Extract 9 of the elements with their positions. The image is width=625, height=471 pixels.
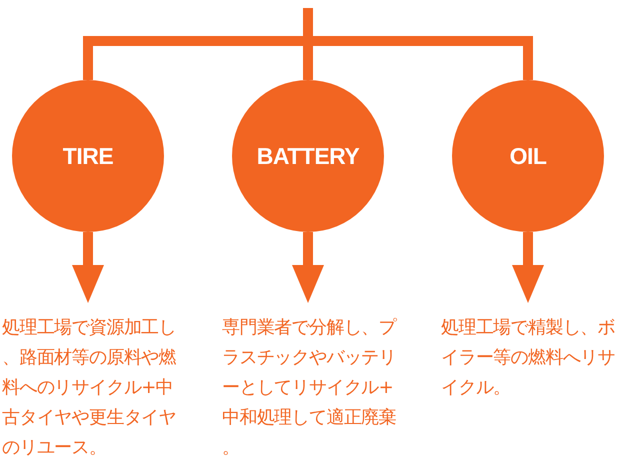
description-text: 専門業者で分解し、プラスチックやバッテリーとしてリサイクル+中和処理して適正廃棄。 xyxy=(222,313,400,463)
arrow xyxy=(292,232,324,303)
description-text: 処理工場で精製し、ボイラー等の燃料へリサイクル。 xyxy=(441,313,619,403)
category-circle: OIL xyxy=(452,80,604,232)
arrow xyxy=(512,232,544,303)
arrow xyxy=(72,232,104,303)
category-circle: BATTERY xyxy=(232,80,384,232)
description-text: 処理工場で資源加工し、路面材等の原料や燃料へのリサイクル+中古タイヤや更生タイヤのリユース。 xyxy=(2,313,180,463)
category-circle: TIRE xyxy=(12,80,164,232)
